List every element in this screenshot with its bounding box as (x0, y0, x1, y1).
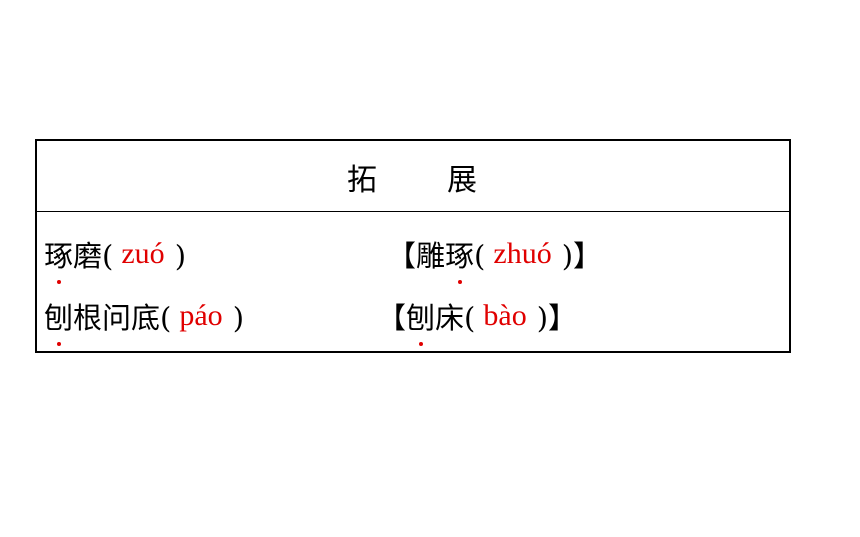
paren-close: ) (561, 239, 574, 273)
row2-left-pinyin: páo (179, 299, 223, 332)
emphasis-dot (457, 280, 462, 284)
row1-right-dotted-text: 琢 (445, 239, 475, 273)
row1-right-entry: 【雕琢(zhuó)】 (387, 236, 603, 284)
title-char-2: 展 (447, 163, 477, 198)
row2-right-dotted-text: 刨 (406, 301, 436, 335)
row2-right-entry: 【刨床(bào)】 (377, 298, 578, 346)
row1-left-dotted-text: 琢 (44, 239, 74, 273)
paren-open: ( (474, 239, 486, 273)
title-char-1: 拓 (347, 163, 377, 198)
emphasis-dot (56, 342, 61, 346)
bracket-close: 】 (548, 301, 578, 335)
row1-right-prefix: 雕 (416, 239, 446, 273)
row2-right-dotted-char: 刨 (406, 298, 436, 346)
paren-open: ( (464, 301, 476, 335)
row1-left-pinyin: zuó (121, 237, 165, 270)
box-header: 拓 展 (37, 141, 789, 212)
bracket-open: 【 (377, 301, 407, 335)
vocabulary-box: 拓 展 琢磨(zuó) 【雕琢(zhuó)】 刨根问底(páo) 【刨床(bào… (35, 139, 791, 353)
row2-left-dotted-text: 刨 (44, 301, 74, 335)
paren-close: ) (174, 239, 187, 273)
row2-left-entry: 刨根问底(páo) (44, 298, 245, 346)
emphasis-dot (56, 280, 61, 284)
row1-right-pinyin: zhuó (493, 237, 552, 270)
row1-left-dotted-char: 琢 (44, 236, 74, 284)
paren-open: ( (102, 239, 114, 273)
row1-left-entry: 琢磨(zuó) (44, 236, 187, 284)
bracket-close: 】 (573, 239, 603, 273)
emphasis-dot (418, 342, 423, 346)
paren-close: ) (232, 301, 245, 335)
bracket-open: 【 (387, 239, 417, 273)
row2-right-rest: 床 (435, 301, 465, 335)
row2-left-dotted-char: 刨 (44, 298, 74, 346)
row2-right-pinyin: bào (483, 299, 527, 332)
row1-left-rest: 磨 (73, 239, 103, 273)
row1-right-dotted-char: 琢 (445, 236, 475, 284)
row2-left-rest: 根问底 (73, 301, 161, 335)
paren-open: ( (160, 301, 172, 335)
paren-close: ) (536, 301, 549, 335)
